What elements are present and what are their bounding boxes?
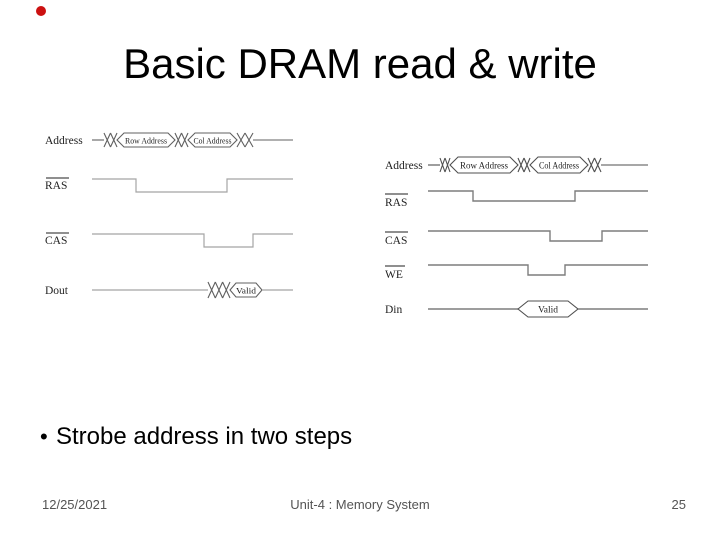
dram-read-timing-diagram: Address Row Address Col Address RAS CAS … [45, 132, 293, 299]
read-row-address-text: Row Address [125, 136, 167, 146]
write-address-crossover-3 [587, 157, 602, 173]
read-address-crossover-2 [174, 132, 189, 148]
footer-date: 12/25/2021 [42, 497, 108, 512]
write-ras-waveform [428, 190, 648, 202]
read-col-address-bus-shape [187, 132, 238, 148]
write-valid-text: Valid [538, 306, 558, 316]
read-address-crossover-3 [236, 132, 254, 148]
read-address-label: Address [45, 135, 83, 147]
write-din-label: Din [385, 304, 403, 316]
write-we-label: WE [385, 269, 403, 281]
write-we-waveform [428, 264, 648, 276]
read-address-crossover-1 [103, 132, 118, 148]
write-address-crossover-1 [439, 157, 451, 173]
write-cas-label: CAS [385, 235, 407, 247]
record-indicator-dot [36, 6, 46, 16]
read-col-address-text: Col Address [194, 136, 232, 146]
write-cas-waveform [428, 230, 648, 242]
slide-footer: 12/25/2021 Unit-4 : Memory System 25 [0, 497, 720, 515]
write-row-address-text: Row Address [460, 162, 508, 172]
read-ras-waveform [92, 178, 293, 193]
bullet-text: Strobe address in two steps [56, 423, 353, 450]
write-address-crossover-2 [517, 157, 531, 173]
write-col-address-bus-shape [529, 156, 589, 174]
bullet-marker: • [40, 424, 48, 449]
dram-write-timing-diagram: Address Row Address Col Address RAS CAS … [385, 156, 648, 318]
write-address-label: Address [385, 160, 423, 172]
write-ras-label: RAS [385, 197, 407, 209]
read-cas-label: CAS [45, 235, 67, 247]
footer-title: Unit-4 : Memory System [290, 497, 430, 512]
page-title: Basic DRAM read & write [123, 40, 597, 87]
write-row-address-bus-shape [449, 156, 519, 174]
read-dout-crossover [207, 281, 231, 299]
read-cas-waveform [92, 233, 293, 248]
read-ras-label: RAS [45, 180, 67, 192]
read-valid-text: Valid [236, 286, 257, 296]
bullet-item: • Strobe address in two steps [40, 423, 353, 450]
read-row-address-bus-shape [116, 132, 176, 148]
write-col-address-text: Col Address [539, 162, 579, 172]
read-dout-label: Dout [45, 285, 69, 297]
footer-page-number: 25 [671, 497, 686, 512]
